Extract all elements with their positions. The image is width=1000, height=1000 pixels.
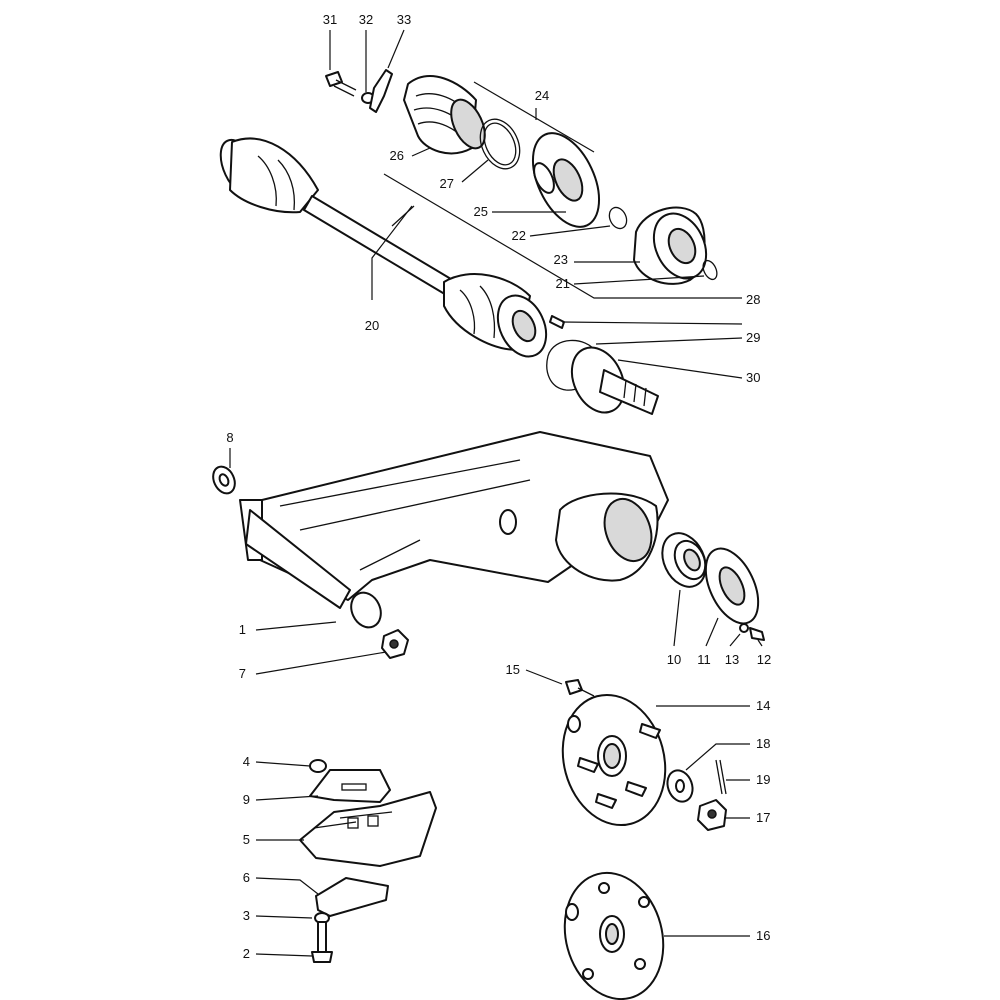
circlip-part-21 xyxy=(702,259,718,281)
nut-part-7 xyxy=(381,629,409,659)
bearing-part-10 xyxy=(661,532,707,588)
washer-part-8 xyxy=(212,465,236,495)
callout-33: 33 xyxy=(397,12,411,27)
boot-part-26 xyxy=(403,75,486,155)
callout-30: 30 xyxy=(746,370,760,385)
plug-part-4 xyxy=(309,759,327,773)
bearing-cover-part-11 xyxy=(704,547,760,625)
callout-21: 21 xyxy=(556,276,570,291)
callout-9: 9 xyxy=(243,792,250,807)
callout-8: 8 xyxy=(226,430,233,445)
drive-shaft-part-20 xyxy=(219,137,548,358)
callout-26: 26 xyxy=(390,148,404,163)
callout-10: 10 xyxy=(667,652,681,667)
callout-32: 32 xyxy=(359,12,373,27)
callout-22: 22 xyxy=(512,228,526,243)
callout-31: 31 xyxy=(323,12,337,27)
callout-19: 19 xyxy=(756,772,770,787)
callout-24: 24 xyxy=(535,88,549,103)
callout-23: 23 xyxy=(554,252,568,267)
trailing-arm-part-1 xyxy=(239,431,669,629)
bolt-part-12 xyxy=(749,627,765,641)
callout-28: 28 xyxy=(746,292,760,307)
callout-3: 3 xyxy=(243,908,250,923)
callout-16: 16 xyxy=(756,928,770,943)
castle-nut-part-17 xyxy=(697,799,727,831)
wheel-hub-part-14 xyxy=(561,693,667,827)
cv-joint-part-23 xyxy=(633,206,708,285)
leader-lines xyxy=(229,29,763,957)
callout-5: 5 xyxy=(243,832,250,847)
callout-18: 18 xyxy=(756,736,770,751)
callout-20: 20 xyxy=(365,318,379,333)
washer-part-13 xyxy=(739,623,749,633)
bracket-part-9 xyxy=(309,769,391,803)
callout-4: 4 xyxy=(243,754,250,769)
lock-tab-part-33 xyxy=(369,69,393,113)
callout-29: 29 xyxy=(746,330,760,345)
pin-part-28 xyxy=(549,315,565,329)
callout-labels: 31 32 33 24 26 27 25 22 23 21 28 29 30 2… xyxy=(226,12,771,961)
bolt-part-15 xyxy=(565,679,595,697)
plate-part-5 xyxy=(299,791,437,867)
callout-27: 27 xyxy=(440,176,454,191)
callout-13: 13 xyxy=(725,652,739,667)
callout-2: 2 xyxy=(243,946,250,961)
bolt-part-2 xyxy=(311,921,333,963)
callout-12: 12 xyxy=(757,652,771,667)
stub-axle-part-30 xyxy=(570,346,659,415)
callout-25: 25 xyxy=(474,204,488,219)
callout-15: 15 xyxy=(506,662,520,677)
circlip-part-22 xyxy=(608,206,628,230)
callout-6: 6 xyxy=(243,870,250,885)
bracket-part-6 xyxy=(315,877,389,917)
clamp-ring-part-27 xyxy=(479,118,521,170)
callout-14: 14 xyxy=(756,698,770,713)
split-pin-part-19 xyxy=(715,759,727,795)
flange-cover-part-25 xyxy=(531,132,601,228)
washer-part-18 xyxy=(666,769,694,803)
wheel-hub-part-16 xyxy=(563,871,665,1000)
callout-1: 1 xyxy=(239,622,246,637)
callout-11: 11 xyxy=(697,652,711,667)
callout-7: 7 xyxy=(239,666,246,681)
bolt-part-31 xyxy=(325,71,357,97)
callout-17: 17 xyxy=(756,810,770,825)
